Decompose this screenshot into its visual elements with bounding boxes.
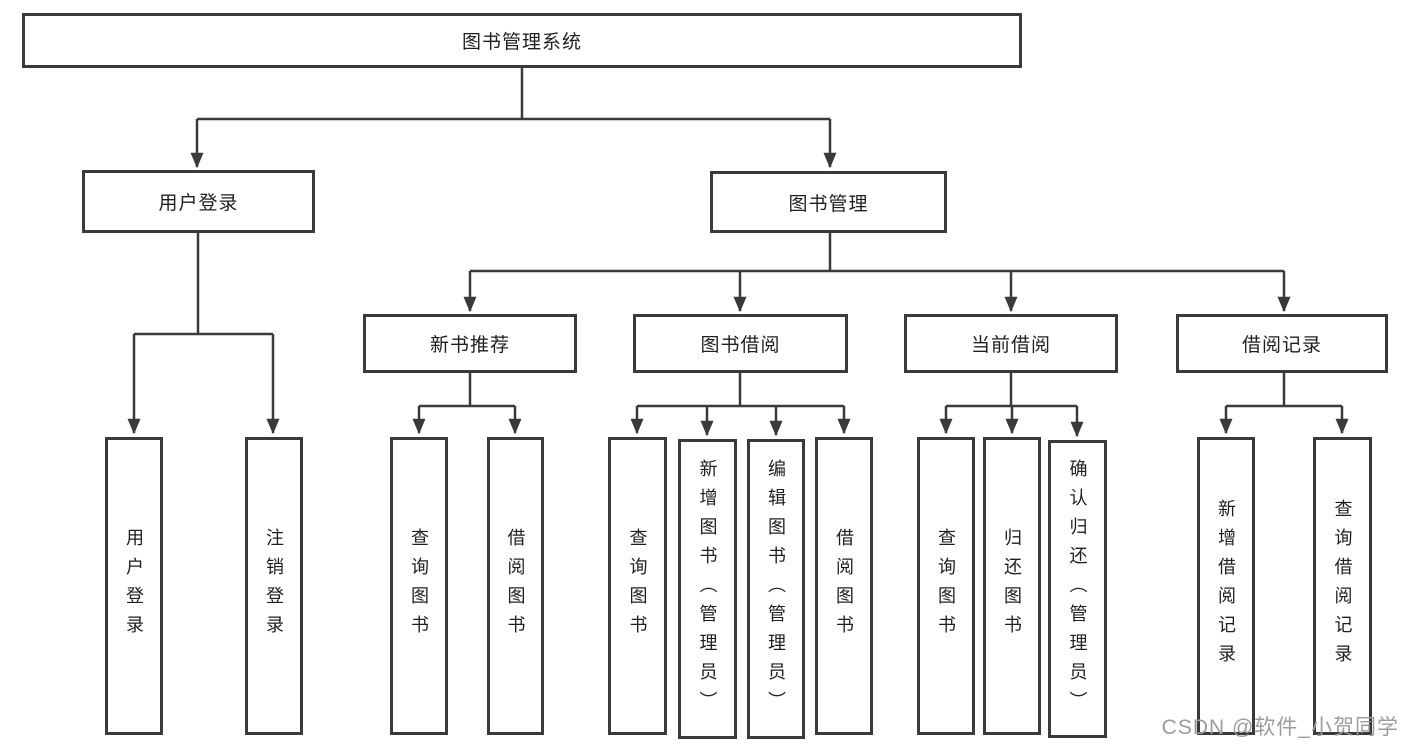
node-label: 借阅记录 (1241, 335, 1322, 356)
leaf-edit-book-admin: 编辑图书（管理员） (747, 439, 805, 739)
node-label: 图书管理 (788, 193, 869, 215)
leaf-label: 用户登录 (124, 528, 144, 644)
csdn-watermark: CSDN @软件_小贺同学 (1161, 716, 1399, 739)
leaf-logout: 注销登录 (245, 437, 303, 735)
leaf-user-login: 用户登录 (105, 437, 163, 735)
leaf-label: 借阅图书 (505, 528, 526, 644)
leaf-query-books: 查询图书 (917, 437, 975, 735)
leaf-label: 查询图书 (936, 528, 956, 644)
leaf-add-borrow-record: 新增借阅记录 (1197, 437, 1255, 735)
leaf-return-books: 归还图书 (983, 437, 1041, 735)
node-label: 当前借阅 (970, 335, 1051, 356)
leaf-borrow-books: 借阅图书 (815, 437, 873, 735)
node-label: 图书管理系统 (461, 32, 582, 53)
node-label: 新书推荐 (429, 335, 510, 356)
node-label: 图书借阅 (700, 335, 781, 356)
node-book-management: 图书管理 (710, 171, 947, 233)
leaf-borrow-books: 借阅图书 (487, 437, 544, 735)
node-new-book-recommend: 新书推荐 (363, 314, 577, 373)
node-borrow-records: 借阅记录 (1176, 314, 1388, 373)
node-library-management-system: 图书管理系统 (22, 13, 1022, 68)
leaf-label: 注销登录 (264, 528, 284, 644)
leaf-label: 归还图书 (1002, 528, 1022, 644)
leaf-label: 确认归还（管理员） (1067, 458, 1088, 720)
leaf-query-books: 查询图书 (390, 437, 448, 735)
leaf-label: 查询借阅记录 (1332, 499, 1353, 673)
node-book-borrow: 图书借阅 (633, 314, 848, 373)
leaf-label: 查询图书 (627, 528, 648, 644)
leaf-label: 新增图书（管理员） (697, 458, 718, 720)
node-user-login: 用户登录 (82, 170, 315, 233)
node-label: 用户登录 (158, 193, 239, 214)
leaf-label: 编辑图书（管理员） (766, 458, 786, 720)
leaf-confirm-return-admin: 确认归还（管理员） (1048, 440, 1107, 738)
leaf-label: 新增借阅记录 (1216, 499, 1236, 673)
leaf-label: 借阅图书 (834, 528, 854, 644)
leaf-query-borrow-record: 查询借阅记录 (1313, 437, 1372, 735)
leaf-query-books: 查询图书 (608, 437, 667, 735)
node-current-borrow: 当前借阅 (904, 314, 1118, 373)
leaf-label: 查询图书 (409, 528, 429, 644)
leaf-add-book-admin: 新增图书（管理员） (678, 439, 737, 739)
